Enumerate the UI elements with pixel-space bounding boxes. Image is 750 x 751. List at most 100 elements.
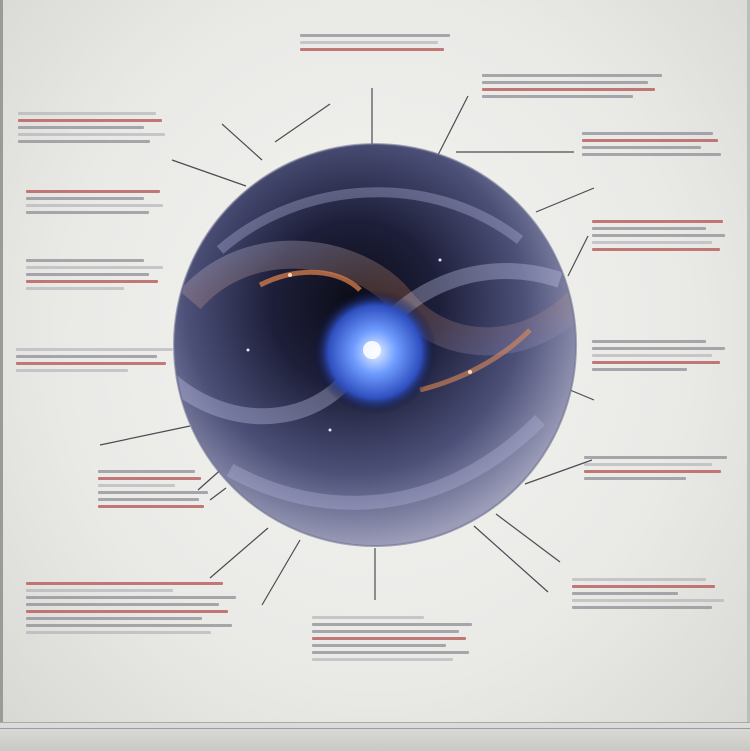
annotation-text-line bbox=[584, 456, 728, 459]
leader-lines bbox=[99, 88, 595, 606]
annotation-text-line bbox=[18, 126, 144, 129]
annotation-text-line bbox=[26, 197, 144, 200]
annotation-right-1 bbox=[482, 70, 662, 101]
annotation-text-line bbox=[16, 355, 157, 358]
annotation-text-line bbox=[26, 211, 150, 214]
galaxy-sphere bbox=[173, 143, 577, 547]
annotation-text-line bbox=[26, 190, 161, 193]
annotation-right-3 bbox=[592, 216, 728, 254]
annotation-text-line bbox=[26, 204, 164, 207]
annotation-text-line bbox=[26, 589, 173, 592]
leader-line bbox=[524, 459, 593, 485]
annotation-text-line bbox=[98, 498, 200, 501]
annotation-text-line bbox=[572, 585, 715, 588]
annotation-bottom-center bbox=[312, 612, 472, 664]
leader-line bbox=[535, 187, 595, 213]
annotation-top-center bbox=[300, 30, 450, 54]
annotation-text-line bbox=[584, 477, 687, 480]
annotation-text-line bbox=[312, 630, 460, 633]
annotation-text-line bbox=[584, 463, 713, 466]
annotation-text-line bbox=[482, 81, 648, 84]
annotation-bottom-right bbox=[572, 574, 724, 612]
leader-line bbox=[495, 513, 561, 563]
leader-line bbox=[274, 103, 331, 143]
annotation-text-line bbox=[482, 95, 634, 98]
annotation-text-line bbox=[26, 631, 211, 634]
leader-line bbox=[221, 123, 263, 161]
annotation-text-line bbox=[592, 340, 707, 343]
annotation-left-2 bbox=[26, 186, 166, 217]
annotation-text-line bbox=[300, 41, 438, 44]
annotation-text-line bbox=[18, 140, 150, 143]
annotation-text-line bbox=[592, 234, 726, 237]
leader-line bbox=[261, 539, 301, 606]
annotation-text-line bbox=[300, 34, 450, 37]
annotation-text-line bbox=[26, 617, 203, 620]
annotation-bottom-left bbox=[26, 578, 236, 637]
leader-line bbox=[567, 235, 589, 277]
annotation-text-line bbox=[312, 658, 453, 661]
annotation-text-line bbox=[582, 146, 702, 149]
annotation-left-4 bbox=[16, 344, 176, 375]
annotation-text-line bbox=[592, 368, 688, 371]
annotation-text-line bbox=[18, 112, 156, 115]
annotation-text-line bbox=[26, 624, 232, 627]
annotation-text-line bbox=[592, 347, 726, 350]
annotation-text-line bbox=[482, 74, 662, 77]
bottom-bar bbox=[0, 722, 750, 751]
annotation-text-line bbox=[592, 248, 720, 251]
annotation-text-line bbox=[592, 354, 712, 357]
leader-line bbox=[171, 159, 247, 187]
annotation-text-line bbox=[582, 139, 719, 142]
annotation-text-line bbox=[312, 623, 472, 626]
annotation-text-line bbox=[98, 470, 195, 473]
annotation-left-5 bbox=[98, 466, 208, 511]
annotation-right-5 bbox=[584, 452, 730, 483]
annotation-text-line bbox=[26, 287, 124, 290]
annotation-text-line bbox=[312, 651, 469, 654]
annotation-text-line bbox=[98, 477, 202, 480]
annotation-text-line bbox=[26, 610, 228, 613]
annotation-text-line bbox=[16, 362, 167, 365]
annotation-text-line bbox=[16, 348, 173, 351]
annotation-text-line bbox=[582, 132, 713, 135]
annotation-text-line bbox=[26, 259, 144, 262]
leader-line bbox=[437, 95, 469, 156]
annotation-text-line bbox=[98, 484, 175, 487]
leader-line bbox=[209, 487, 227, 501]
annotation-text-line bbox=[572, 592, 679, 595]
leader-line bbox=[209, 527, 269, 579]
annotation-text-line bbox=[98, 505, 204, 508]
annotation-text-line bbox=[98, 491, 208, 494]
leader-line bbox=[569, 389, 595, 401]
annotation-text-line bbox=[18, 119, 162, 122]
core-center bbox=[363, 341, 381, 359]
annotation-text-line bbox=[26, 273, 150, 276]
annotation-text-line bbox=[592, 361, 720, 364]
annotation-text-line bbox=[572, 599, 724, 602]
annotation-text-line bbox=[312, 644, 447, 647]
annotation-text-line bbox=[16, 369, 128, 372]
annotation-text-line bbox=[18, 133, 165, 136]
annotation-text-line bbox=[592, 241, 712, 244]
leader-line bbox=[473, 525, 549, 593]
annotation-top-left-1 bbox=[18, 108, 168, 146]
annotation-text-line bbox=[592, 220, 723, 223]
annotation-text-line bbox=[300, 48, 444, 51]
annotation-text-line bbox=[312, 616, 424, 619]
annotation-text-line bbox=[26, 582, 224, 585]
annotation-text-line bbox=[312, 637, 466, 640]
annotation-text-line bbox=[572, 606, 712, 609]
leader-line bbox=[99, 425, 191, 446]
annotation-right-2 bbox=[582, 128, 724, 159]
annotation-text-line bbox=[572, 578, 706, 581]
annotation-text-line bbox=[26, 280, 158, 283]
annotation-left-3 bbox=[26, 255, 166, 293]
annotation-text-line bbox=[26, 596, 236, 599]
annotation-text-line bbox=[582, 153, 722, 156]
annotation-text-line bbox=[592, 227, 707, 230]
annotation-right-4 bbox=[592, 336, 728, 374]
annotation-text-line bbox=[482, 88, 655, 91]
